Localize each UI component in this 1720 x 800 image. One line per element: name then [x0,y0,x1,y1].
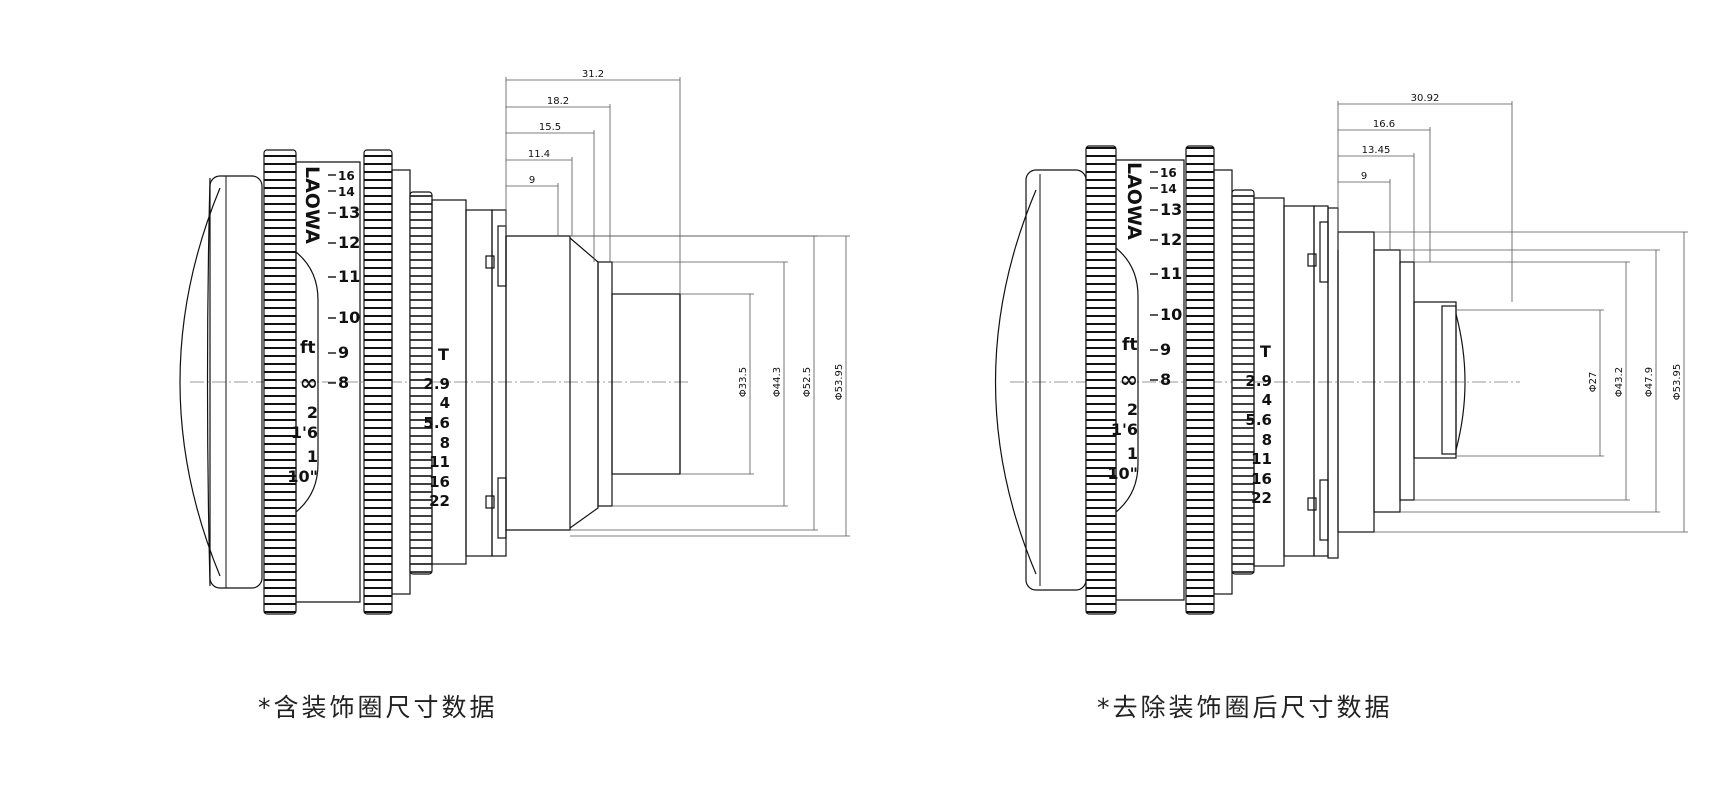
knurled-ring-focus [363,149,393,615]
ft-scale-mark: 1'6 [291,423,318,442]
brand-logo-text: LAOWA [301,166,323,244]
ft-scale-mark: 10" [1107,464,1138,483]
knurled-ring-front [1085,145,1117,615]
caption-with-trim-ring: *含装饰圈尺寸数据 [258,693,498,722]
m-scale-mark: 10 [1160,305,1182,324]
front-element [994,189,1037,575]
aperture-scale-mark: 16 [1251,470,1272,488]
length-dimension-label: 15.5 [539,122,561,133]
rear-element [1413,301,1457,459]
m-scale-mark: 12 [338,233,360,252]
diameter-dimension-label: Φ47.9 [1644,367,1655,397]
right-scale-markings: LAOWA ft ∞ 21'6 110" 16 14 13 12 11 10 9 8 T 2.94… [1107,162,1272,507]
length-dimension-label: 9 [1361,171,1367,182]
rear-barrel [505,235,571,531]
ft-label: ft [300,338,316,358]
aperture-scale-mark: 11 [429,453,450,471]
lens-drawing-with-trim-ring [179,149,690,615]
ft-scale-mark: 1 [1127,444,1138,463]
aperture-scale-mark: 5.6 [423,414,450,432]
ft-scale-mark: ∞ [300,371,318,396]
brand-logo-text: LAOWA [1123,162,1145,240]
length-dimension-label: 9 [529,175,535,186]
m-scale-mark: 13 [1160,200,1182,219]
ft-scale-mark: 1'6 [1111,420,1138,439]
front-element [179,187,221,577]
left-scale-markings: LAOWA ft ∞ 21'6 110" 16 14 13 12 11 10 9 8 T 2.94… [287,166,450,510]
rear-element [611,293,681,475]
ft-scale-mark: 1 [307,447,318,466]
m-scale-mark: 9 [338,343,349,362]
aperture-scale-mark: 22 [429,492,450,510]
ft-scale-mark: 10" [287,467,318,486]
aperture-scale-mark: 8 [1262,431,1272,449]
diameter-dimension-label: Φ27 [1588,372,1599,393]
diameter-dimension-label: Φ52.5 [802,367,813,397]
length-dimension-label: 16.6 [1373,119,1395,130]
diameter-dimension-label: Φ43.2 [1614,367,1625,397]
focus-barrel [1115,159,1185,601]
m-scale-mark: 10 [338,308,360,327]
m-scale-mark: 13 [338,203,360,222]
aperture-scale-mark: 11 [1251,450,1272,468]
m-scale-mark: 14 [1160,182,1177,196]
diameter-dimension-label: Φ44.3 [772,367,783,397]
m-scale-mark: 8 [1160,370,1171,389]
length-dimension-label: 11.4 [528,149,550,160]
ft-scale-mark: 2 [1127,400,1138,419]
front-barrel [1025,169,1087,591]
knurled-ring-front [263,149,297,615]
m-scale-mark: 14 [338,185,355,199]
m-scale-mark: 11 [1160,264,1182,283]
lens-drawing-without-trim-ring [994,145,1520,615]
aperture-scale-mark: 16 [429,473,450,491]
aperture-scale-mark: 2.9 [423,375,450,393]
m-scale-mark: 16 [1160,166,1177,180]
aperture-scale-mark: 8 [440,434,450,452]
m-scale-mark: 16 [338,169,355,183]
length-dimension-label: 18.2 [547,96,569,107]
knurled-ring-focus [1185,145,1215,615]
ft-scale-mark: 2 [307,403,318,422]
length-dimension-label: 13.45 [1362,145,1391,156]
m-scale-mark: 8 [338,373,349,392]
diameter-dimension-label: Φ53.95 [1672,364,1683,401]
aperture-label: T [438,345,449,364]
diameter-dimension-label: Φ33.5 [738,367,749,397]
aperture-scale-mark: 2.9 [1245,372,1272,390]
m-scale-mark: 12 [1160,230,1182,249]
aperture-scale-mark: 4 [440,394,450,412]
length-dimension-label: 31.2 [582,69,604,80]
m-scale-mark: 9 [1160,340,1171,359]
focus-barrel [295,161,361,603]
aperture-scale-mark: 5.6 [1245,411,1272,429]
aperture-scale-mark: 22 [1251,489,1272,507]
caption-without-trim-ring: *去除装饰圈后尺寸数据 [1097,693,1393,722]
length-dimension-label: 30.92 [1411,93,1440,104]
ft-label: ft [1122,335,1138,355]
aperture-label: T [1260,342,1271,361]
ft-scale-mark: ∞ [1120,368,1138,393]
diameter-dimension-label: Φ53.95 [834,364,845,401]
m-scale-mark: 11 [338,267,360,286]
front-barrel [209,175,263,589]
aperture-scale-mark: 4 [1262,391,1272,409]
